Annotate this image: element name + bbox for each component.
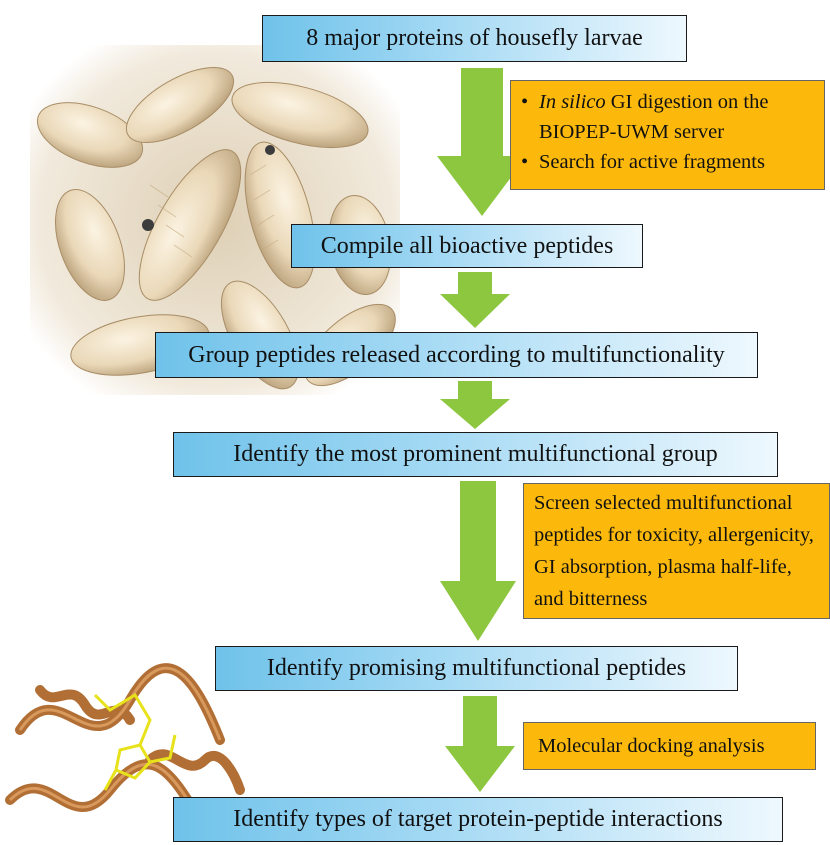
step-2-label: Compile all bioactive peptides <box>321 233 614 260</box>
arrow-4 <box>440 481 516 641</box>
step-1-box: 8 major proteins of housefly larvae <box>262 15 687 62</box>
step-6-box: Identify types of target protein-peptide… <box>173 797 783 842</box>
step-3-box: Group peptides released according to mul… <box>155 332 758 378</box>
docking-note: Molecular docking analysis <box>523 722 816 770</box>
screening-note-text: Screen selected multifunctional peptides… <box>534 492 814 610</box>
step-4-box: Identify the most prominent multifunctio… <box>173 432 778 477</box>
digestion-note-list: In silico GI digestion on the BIOPEP-UWM… <box>519 87 816 177</box>
screening-note: Screen selected multifunctional peptides… <box>523 483 830 619</box>
step-1-label: 8 major proteins of housefly larvae <box>306 25 643 52</box>
digestion-note: In silico GI digestion on the BIOPEP-UWM… <box>510 80 825 190</box>
step-3-label: Group peptides released according to mul… <box>188 342 725 369</box>
arrow-3 <box>440 381 510 429</box>
step-5-box: Identify promising multifunctional pepti… <box>215 646 738 691</box>
digestion-note-item-2: Search for active fragments <box>539 147 816 177</box>
digestion-note-item-1: In silico GI digestion on the BIOPEP-UWM… <box>539 87 816 147</box>
step-4-label: Identify the most prominent multifunctio… <box>233 441 718 468</box>
step-5-label: Identify promising multifunctional pepti… <box>267 655 686 682</box>
step-2-box: Compile all bioactive peptides <box>291 224 643 268</box>
arrow-5 <box>445 696 515 792</box>
docking-note-text: Molecular docking analysis <box>538 731 765 761</box>
in-silico-italic: In silico <box>539 91 606 113</box>
arrow-2 <box>440 272 510 328</box>
step-6-label: Identify types of target protein-peptide… <box>233 806 722 833</box>
